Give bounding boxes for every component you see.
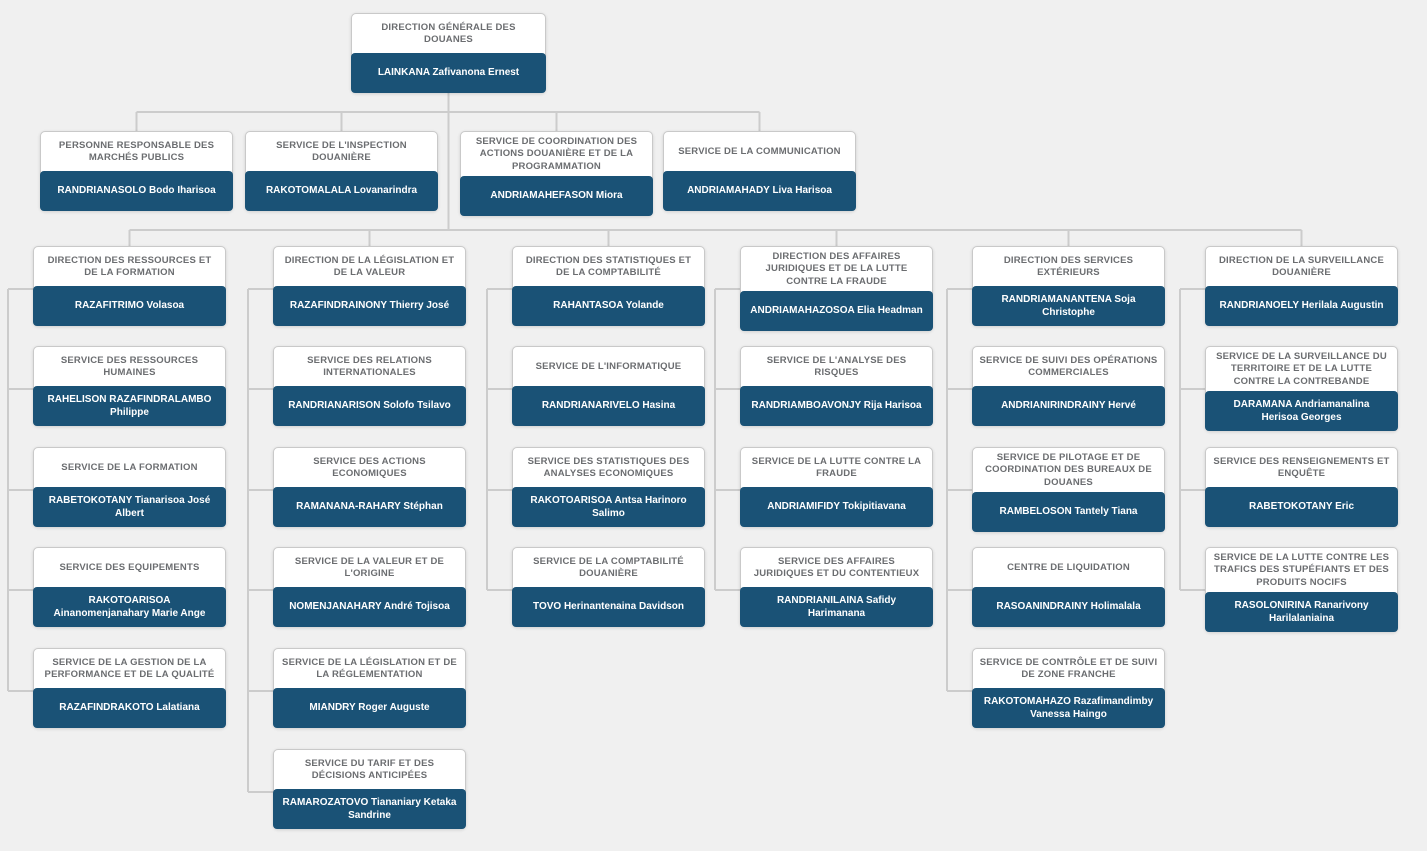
- org-node-service-holder-name: RAKOTOMAHAZO Razafimandimby Vanessa Hain…: [972, 688, 1165, 728]
- org-node-service-title: SERVICE DES AFFAIRES JURIDIQUES ET DU CO…: [753, 555, 920, 579]
- org-node-service[interactable]: SERVICE DE LA FORMATION RABETOKOTANY Tian…: [33, 447, 226, 527]
- org-node-direction-holder-name: RAZAFINDRAINONY Thierry José: [273, 286, 466, 326]
- org-node-direction-holder-name: RANDRIANOELY Herilala Augustin: [1205, 286, 1398, 326]
- org-node-service-title: SERVICE DE LA LÉGISLATION ET DE LA RÉGLE…: [282, 656, 457, 680]
- org-node-service-title: SERVICE DES EQUIPEMENTS: [59, 561, 200, 573]
- org-node-staff-holder-name: RANDRIANASOLO Bodo Iharisoa: [40, 171, 233, 211]
- org-node-staff[interactable]: PERSONNE RESPONSABLE DES MARCHÉS PUBLICS…: [40, 131, 233, 211]
- org-node-staff-title: PERSONNE RESPONSABLE DES MARCHÉS PUBLICS: [58, 139, 215, 163]
- org-node-direction[interactable]: DIRECTION DES RESSOURCES ET DE LA FORMAT…: [33, 246, 226, 326]
- org-node-service[interactable]: SERVICE DE LA LÉGISLATION ET DE LA RÉGLE…: [273, 648, 466, 728]
- org-node-service-holder-name: MIANDRY Roger Auguste: [273, 688, 466, 728]
- org-node-direction-title: DIRECTION DE LA SURVEILLANCE DOUANIÈRE: [1219, 254, 1384, 278]
- org-node-service-holder-name: TOVO Herinantenaina Davidson: [512, 587, 705, 627]
- org-node-staff-title: SERVICE DE COORDINATION DES ACTIONS DOUA…: [475, 136, 638, 172]
- org-node-service[interactable]: SERVICE DES AFFAIRES JURIDIQUES ET DU CO…: [740, 547, 933, 627]
- org-node-staff-holder-name: ANDRIAMAHADY Liva Harisoa: [663, 171, 856, 211]
- org-node-service[interactable]: SERVICE DE SUIVI DES OPÉRATIONS COMMERCI…: [972, 346, 1165, 426]
- org-node-service[interactable]: SERVICE DES EQUIPEMENTS RAKOTOARISOA Aina…: [33, 547, 226, 627]
- org-node-direction[interactable]: DIRECTION DES AFFAIRES JURIDIQUES ET DE …: [740, 246, 933, 332]
- org-node-staff[interactable]: SERVICE DE L'INSPECTION DOUANIÈRE RAKOTOM…: [245, 131, 438, 211]
- org-node-service[interactable]: SERVICE DE LA VALEUR ET DE L'ORIGINE NOME…: [273, 547, 466, 627]
- org-node-service-title: SERVICE DES STATISTIQUES DES ANALYSES EC…: [527, 455, 690, 479]
- org-node-service-title: SERVICE DES ACTIONS ECONOMIQUES: [313, 455, 426, 479]
- org-node-root-title: DIRECTION GÉNÉRALE DES DOUANES: [381, 21, 516, 45]
- org-node-direction-title: DIRECTION DES RESSOURCES ET DE LA FORMAT…: [47, 254, 212, 278]
- org-node-service-holder-name: RANDRIAMBOAVONJY Rija Harisoa: [740, 386, 933, 426]
- org-node-direction-holder-name: ANDRIAMAHAZOSOA Elia Headman: [740, 291, 933, 332]
- org-node-staff[interactable]: SERVICE DE LA COMMUNICATION ANDRIAMAHADY …: [663, 131, 856, 211]
- org-node-service-holder-name: RAKOTOARISOA Antsa Harinoro Salimo: [512, 487, 705, 527]
- org-node-service-title: SERVICE DE L'INFORMATIQUE: [535, 360, 682, 372]
- org-node-service[interactable]: SERVICE DE CONTRÔLE ET DE SUIVI DE ZONE …: [972, 648, 1165, 728]
- org-node-direction-holder-name: RAHANTASOA Yolande: [512, 286, 705, 326]
- org-node-service-holder-name: RASOLONIRINA Ranarivony Harilalaniaina: [1205, 592, 1398, 633]
- org-node-service[interactable]: SERVICE DES ACTIONS ECONOMIQUES RAMANANA-…: [273, 447, 466, 527]
- org-node-staff-holder-name: RAKOTOMALALA Lovanarindra: [245, 171, 438, 211]
- org-node-direction-title: DIRECTION DES SERVICES EXTÉRIEURS: [1003, 254, 1134, 278]
- org-node-service[interactable]: SERVICE DES STATISTIQUES DES ANALYSES EC…: [512, 447, 705, 527]
- org-node-service-title: SERVICE DE LA LUTTE CONTRE LES TRAFICS D…: [1213, 552, 1390, 588]
- org-node-direction-holder-name: RAZAFITRIMO Volasoa: [33, 286, 226, 326]
- org-node-service-holder-name: RANDRIANARISON Solofo Tsilavo: [273, 386, 466, 426]
- org-node-staff-title: SERVICE DE L'INSPECTION DOUANIÈRE: [276, 139, 407, 163]
- org-node-service-title: SERVICE DE LA VALEUR ET DE L'ORIGINE: [294, 555, 445, 579]
- org-node-service[interactable]: SERVICE DE LA SURVEILLANCE DU TERRITOIRE…: [1205, 346, 1398, 432]
- org-node-service-holder-name: ANDRIAMIFIDY Tokipitiavana: [740, 487, 933, 527]
- org-node-direction-title: DIRECTION DE LA LÉGISLATION ET DE LA VAL…: [284, 254, 455, 278]
- org-node-root[interactable]: DIRECTION GÉNÉRALE DES DOUANES LAINKANA Z…: [351, 13, 546, 93]
- org-node-service-title: SERVICE DE LA LUTTE CONTRE LA FRAUDE: [751, 455, 922, 479]
- org-node-service[interactable]: SERVICE DES RESSOURCES HUMAINES RAHELISON…: [33, 346, 226, 426]
- org-node-service-title: SERVICE DES RENSEIGNEMENTS ET ENQUÊTE: [1213, 455, 1390, 479]
- org-node-service-title: CENTRE DE LIQUIDATION: [1007, 561, 1130, 573]
- org-node-service[interactable]: SERVICE DU TARIF ET DES DÉCISIONS ANTICI…: [273, 749, 466, 829]
- org-node-service[interactable]: SERVICE DE LA LUTTE CONTRE LES TRAFICS D…: [1205, 547, 1398, 633]
- org-node-direction[interactable]: DIRECTION DE LA LÉGISLATION ET DE LA VAL…: [273, 246, 466, 326]
- org-node-service[interactable]: SERVICE DE PILOTAGE ET DE COORDINATION D…: [972, 447, 1165, 533]
- org-node-direction-holder-name: RANDRIAMANANTENA Soja Christophe: [972, 286, 1165, 326]
- org-node-service-title: SERVICE DU TARIF ET DES DÉCISIONS ANTICI…: [304, 757, 435, 781]
- org-node-service-holder-name: RANDRIANILAINA Safidy Harimanana: [740, 587, 933, 627]
- org-node-service-title: SERVICE DE LA GESTION DE LA PERFORMANCE …: [44, 656, 215, 680]
- org-node-service[interactable]: SERVICE DE L'ANALYSE DES RISQUES RANDRIAM…: [740, 346, 933, 426]
- org-node-service[interactable]: SERVICE DE L'INFORMATIQUE RANDRIANARIVELO…: [512, 346, 705, 426]
- org-node-service-title: SERVICE DE LA FORMATION: [61, 461, 198, 473]
- org-node-service-holder-name: RAKOTOARISOA Ainanomenjanahary Marie Ang…: [33, 587, 226, 627]
- org-node-staff-holder-name: ANDRIAMAHEFASON Miora: [460, 176, 653, 217]
- org-node-service-holder-name: RANDRIANARIVELO Hasina: [512, 386, 705, 426]
- org-node-service-title: SERVICE DES RELATIONS INTERNATIONALES: [307, 354, 432, 378]
- org-node-service-holder-name: RASOANINDRAINY Holimalala: [972, 587, 1165, 627]
- org-node-service-holder-name: RABETOKOTANY Eric: [1205, 487, 1398, 527]
- org-node-direction[interactable]: DIRECTION DE LA SURVEILLANCE DOUANIÈRE RA…: [1205, 246, 1398, 326]
- org-node-service[interactable]: SERVICE DES RELATIONS INTERNATIONALES RAN…: [273, 346, 466, 426]
- org-node-service-holder-name: RAZAFINDRAKOTO Lalatiana: [33, 688, 226, 728]
- org-node-service-title: SERVICE DE SUIVI DES OPÉRATIONS COMMERCI…: [979, 354, 1158, 378]
- org-node-service[interactable]: SERVICE DE LA GESTION DE LA PERFORMANCE …: [33, 648, 226, 728]
- org-node-service-holder-name: RAMAROZATOVO Tiananiary Ketaka Sandrine: [273, 789, 466, 829]
- org-node-direction[interactable]: DIRECTION DES SERVICES EXTÉRIEURS RANDRIA…: [972, 246, 1165, 326]
- org-node-service-title: SERVICE DE CONTRÔLE ET DE SUIVI DE ZONE …: [979, 656, 1158, 680]
- org-node-service[interactable]: SERVICE DES RENSEIGNEMENTS ET ENQUÊTE RAB…: [1205, 447, 1398, 527]
- org-node-service-title: SERVICE DE L'ANALYSE DES RISQUES: [766, 354, 907, 378]
- org-node-direction[interactable]: DIRECTION DES STATISTIQUES ET DE LA COMP…: [512, 246, 705, 326]
- org-node-service-holder-name: NOMENJANAHARY André Tojisoa: [273, 587, 466, 627]
- org-node-service[interactable]: SERVICE DE LA LUTTE CONTRE LA FRAUDE ANDR…: [740, 447, 933, 527]
- org-node-staff[interactable]: SERVICE DE COORDINATION DES ACTIONS DOUA…: [460, 131, 653, 217]
- org-node-staff-title: SERVICE DE LA COMMUNICATION: [678, 145, 841, 157]
- org-node-service-holder-name: ANDRIANIRINDRAINY Hervé: [972, 386, 1165, 426]
- org-node-direction-title: DIRECTION DES STATISTIQUES ET DE LA COMP…: [525, 254, 692, 278]
- org-node-service-holder-name: RAMBELOSON Tantely Tiana: [972, 492, 1165, 533]
- org-node-root-holder-name: LAINKANA Zafivanona Ernest: [351, 53, 546, 93]
- org-node-service-holder-name: DARAMANA Andriamanalina Herisoa Georges: [1205, 391, 1398, 432]
- org-node-service-title: SERVICE DES RESSOURCES HUMAINES: [60, 354, 199, 378]
- org-node-service-title: SERVICE DE PILOTAGE ET DE COORDINATION D…: [985, 452, 1152, 488]
- org-node-service-title: SERVICE DE LA COMPTABILITÉ DOUANIÈRE: [533, 555, 684, 579]
- org-node-service-title: SERVICE DE LA SURVEILLANCE DU TERRITOIRE…: [1216, 351, 1387, 387]
- org-node-service[interactable]: CENTRE DE LIQUIDATION RASOANINDRAINY Holi…: [972, 547, 1165, 627]
- org-node-service-holder-name: RAHELISON RAZAFINDRALAMBO Philippe: [33, 386, 226, 426]
- org-node-service[interactable]: SERVICE DE LA COMPTABILITÉ DOUANIÈRE TOVO…: [512, 547, 705, 627]
- org-node-direction-title: DIRECTION DES AFFAIRES JURIDIQUES ET DE …: [765, 251, 908, 287]
- org-node-service-holder-name: RABETOKOTANY Tianarisoa José Albert: [33, 487, 226, 527]
- org-node-service-holder-name: RAMANANA-RAHARY Stéphan: [273, 487, 466, 527]
